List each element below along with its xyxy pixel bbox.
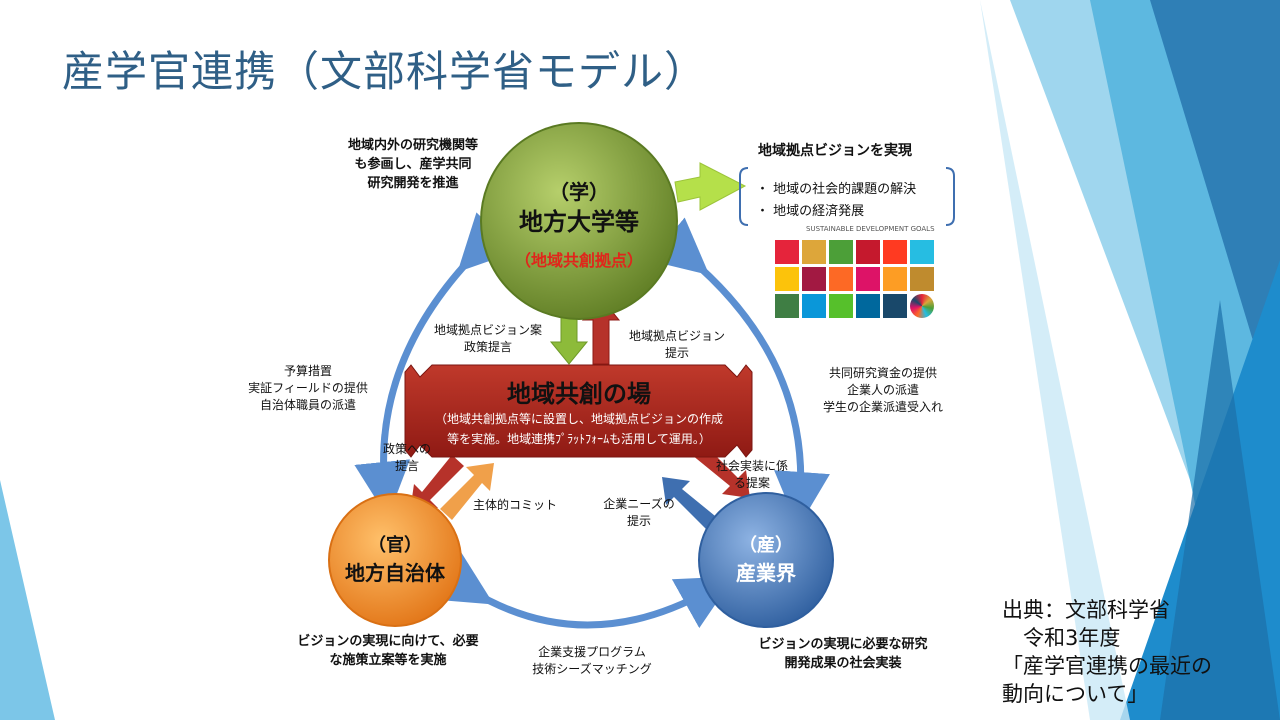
ind-to-univ-3: 学生の企業派遣受入れ xyxy=(822,400,944,414)
forum-to-univ-1: 地域拠点ビジョン xyxy=(628,329,726,343)
industry-role: （産） xyxy=(739,535,793,556)
ind-to-forum-2: 提示 xyxy=(626,514,652,528)
univ-desc-3: 研究開発を推進 xyxy=(367,176,459,191)
gov-ind-2: 技術シーズマッチング xyxy=(532,662,652,676)
gov-ind-1: 企業支援プログラム xyxy=(538,645,646,659)
source-citation: 出典：文部科学省 令和3年度 「産学官連携の最近の 動向について」 xyxy=(1002,596,1212,708)
forum-to-ind-1: 社会実装に係 xyxy=(715,459,789,473)
sdg-icon xyxy=(829,240,853,264)
sdg-icon xyxy=(802,267,826,291)
univ-to-forum-2: 政策提言 xyxy=(463,340,513,354)
sdg-icon xyxy=(856,267,880,291)
forum-to-ind-2: る提案 xyxy=(733,476,771,490)
ind-desc-1: ビジョンの実現に必要な研究 xyxy=(758,637,928,652)
local-gov-name: 地方自治体 xyxy=(345,561,445,585)
gov-desc-1: ビジョンの実現に向けて、必要 xyxy=(297,634,479,649)
sdg-icon xyxy=(775,267,799,291)
univ-desc-1: 地域内外の研究機関等 xyxy=(347,138,479,153)
sdg-icon xyxy=(883,240,907,264)
ind-to-univ-1: 共同研究資金の提供 xyxy=(828,366,938,380)
source-line-4: 動向について」 xyxy=(1002,682,1149,706)
forum-to-univ-2: 提示 xyxy=(664,346,690,360)
univ-desc-2: も参画し、産学共同 xyxy=(354,157,472,172)
university-role: （学） xyxy=(549,180,609,204)
univ-to-forum-1: 地域拠点ビジョン案 xyxy=(433,323,543,337)
source-line-3: 「産学官連携の最近の xyxy=(1002,654,1212,678)
sdg-icon xyxy=(910,294,934,318)
gov-to-univ-1: 予算措置 xyxy=(283,364,333,378)
ind-desc-2: 開発成果の社会実装 xyxy=(784,656,902,671)
ind-to-univ-2: 企業人の派遣 xyxy=(846,383,920,397)
vision-item-2: ・ 地域の経済発展 xyxy=(756,204,865,219)
source-line-2: 令和3年度 xyxy=(1002,626,1121,650)
university-name: 地方大学等 xyxy=(519,208,639,236)
sdg-icon xyxy=(802,294,826,318)
forum-desc-1: （地域共創拠点等に設置し、地域拠点ビジョンの作成 xyxy=(434,412,724,426)
sdg-icon xyxy=(829,267,853,291)
sdg-icon xyxy=(775,294,799,318)
forum-to-gov-1: 政策への xyxy=(382,442,432,456)
sdg-icon xyxy=(910,240,934,264)
sdg-icon xyxy=(775,240,799,264)
university-sub: （地域共創拠点） xyxy=(514,251,644,270)
sdg-icon xyxy=(802,240,826,264)
sdg-icon xyxy=(829,294,853,318)
vision-item-1: ・ 地域の社会的課題の解決 xyxy=(756,182,917,197)
gov-to-univ-2: 実証フィールドの提供 xyxy=(248,381,368,395)
sdg-label: SUSTAINABLE DEVELOPMENT GOALS xyxy=(806,225,935,233)
gov-desc-2: な施策立案等を実施 xyxy=(329,653,447,668)
ind-to-forum-1: 企業ニーズの xyxy=(603,497,675,511)
local-gov-role: （官） xyxy=(368,535,422,556)
forum-to-gov-2: 提言 xyxy=(394,459,420,473)
gov-to-forum: 主体的コミット xyxy=(472,498,558,512)
source-line-1: 出典：文部科学省 xyxy=(1002,598,1170,622)
sdg-icon xyxy=(883,267,907,291)
sdg-icon xyxy=(910,267,934,291)
vision-title: 地域拠点ビジョンを実現 xyxy=(758,143,912,159)
forum-desc-2: 等を実施。地域連携ﾌﾟﾗｯﾄﾌｫｰﾑも活用して運用。） xyxy=(447,432,711,446)
gov-to-univ-3: 自治体職員の派遣 xyxy=(259,398,357,412)
industry-name: 産業界 xyxy=(736,561,796,585)
sdg-icon xyxy=(856,240,880,264)
slide-title: 産学官連携（文部科学省モデル） xyxy=(62,47,708,96)
forum-name: 地域共創の場 xyxy=(507,380,651,408)
sdg-icon xyxy=(856,294,880,318)
sdg-icon xyxy=(883,294,907,318)
